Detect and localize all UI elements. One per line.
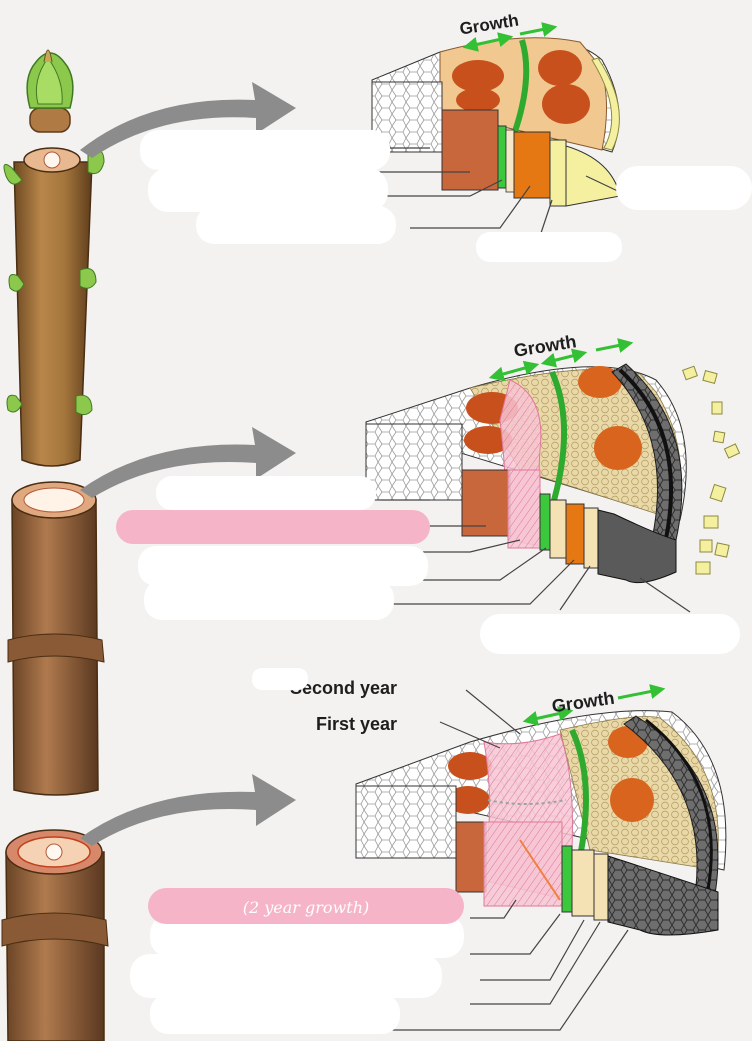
blank-label	[156, 476, 376, 510]
cross-section-wedge-2: Growth	[365, 331, 741, 613]
blank-label	[480, 614, 740, 654]
blank-label	[150, 914, 464, 958]
blank-label-boxes	[130, 130, 752, 1034]
growth-label-3: Growth	[551, 688, 616, 717]
young-stem-illustration	[3, 49, 105, 467]
blank-label	[196, 206, 396, 244]
zoom-arrow-top	[80, 82, 296, 158]
pink-highlight-note	[148, 888, 464, 924]
second-year-label: Second year	[290, 678, 397, 698]
leader-lines-2	[380, 499, 691, 613]
cross-section-wedge-1: Growth	[360, 11, 625, 237]
blank-label	[140, 130, 390, 170]
blank-label	[150, 994, 400, 1034]
blank-label	[148, 168, 388, 212]
zoom-arrow-middle	[80, 427, 296, 498]
terminal-bud	[26, 49, 74, 133]
leader-lines-3	[370, 899, 629, 1031]
first-year-label: First year	[316, 714, 397, 734]
pink-highlight-blank	[116, 510, 430, 544]
blank-label	[138, 546, 428, 586]
blank-label	[144, 580, 394, 620]
shedding-epidermis-pieces	[682, 365, 741, 575]
one-year-stem-illustration	[7, 481, 105, 796]
two-year-stem-illustration	[1, 829, 109, 1041]
blank-label	[130, 954, 442, 998]
blank-label	[252, 668, 308, 690]
blank-label	[476, 232, 622, 262]
growth-label-1: Growth	[458, 11, 520, 39]
blank-label	[616, 166, 752, 210]
cross-section-wedge-3: Growth Second year First year	[290, 678, 727, 1031]
zoom-arrow-bottom	[80, 774, 296, 846]
zoom-arrows	[80, 82, 296, 846]
handwritten-note: (2 year growth)	[243, 898, 369, 917]
